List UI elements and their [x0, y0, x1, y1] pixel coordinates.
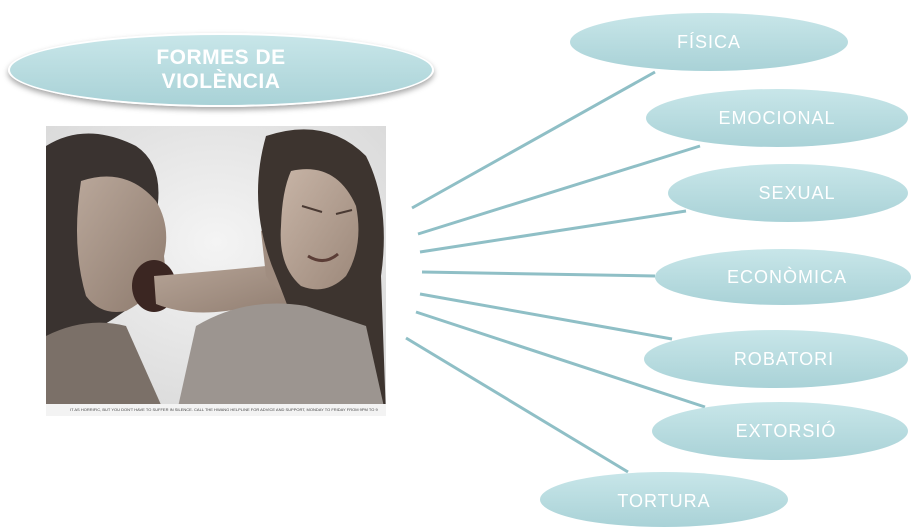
connector-economica: [421, 270, 656, 278]
connector-fisica: [411, 70, 656, 210]
form-robatori-label: ROBATORI: [733, 348, 835, 369]
form-tortura: TORTURA: [540, 472, 788, 527]
form-fisica-label: FÍSICA: [676, 31, 741, 52]
form-robatori: ROBATORI: [644, 330, 908, 388]
title-line-1: FORMES DE: [156, 46, 286, 69]
form-extorsio-label: EXTORSIÓ: [735, 420, 837, 441]
form-extorsio: EXTORSIÓ: [652, 402, 908, 460]
connector-sexual: [419, 209, 687, 254]
connector-emocional: [417, 144, 701, 236]
form-sexual: SEXUAL: [668, 164, 908, 222]
title-line-2: VIOLÈNCIA: [161, 70, 281, 93]
form-tortura-label: TORTURA: [617, 491, 711, 511]
form-economica: ECONÒMICA: [655, 249, 911, 305]
connector-extorsio: [415, 310, 706, 409]
violence-photo: IT AS HORRIFIC, BUT YOU DON'T HAVE TO SU…: [46, 126, 386, 416]
connector-robatori: [419, 292, 673, 341]
connector-tortura: [405, 336, 629, 474]
title-ellipse: FORMES DE VIOLÈNCIA: [8, 33, 434, 107]
form-emocional: EMOCIONAL: [646, 89, 908, 147]
form-economica-label: ECONÒMICA: [726, 266, 847, 287]
form-fisica: FÍSICA: [570, 13, 848, 71]
form-emocional-label: EMOCIONAL: [718, 107, 836, 128]
form-sexual-label: SEXUAL: [758, 182, 836, 203]
photo-caption: IT AS HORRIFIC, BUT YOU DON'T HAVE TO SU…: [46, 404, 386, 416]
